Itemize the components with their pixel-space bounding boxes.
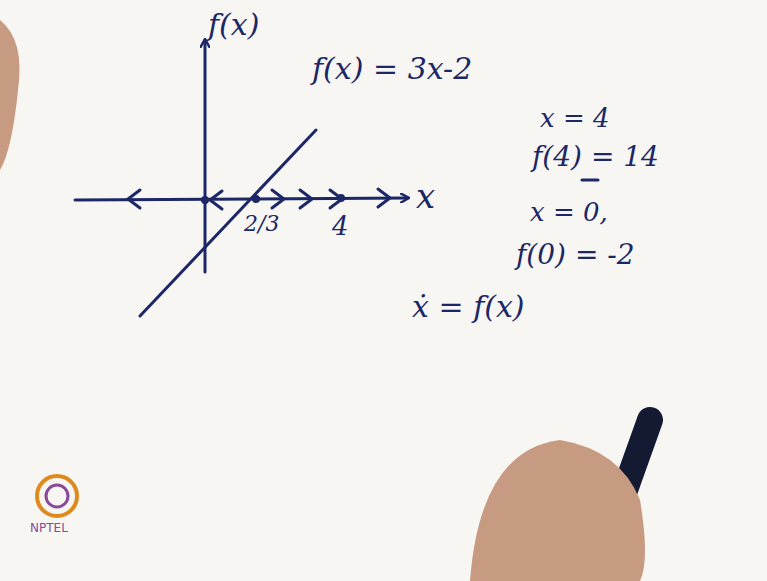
function-line: [140, 130, 316, 316]
flow-arrow: [272, 190, 284, 208]
function-formula: f(x) = 3x-2: [312, 52, 472, 85]
logo-mark: [37, 476, 77, 516]
note: x = 0,: [530, 198, 608, 227]
axis-label: x: [416, 178, 435, 215]
logo-text: NPTEL: [30, 522, 68, 535]
point: [201, 196, 209, 204]
underline: [582, 179, 598, 182]
flow-arrow: [128, 190, 140, 208]
note: x = 4: [540, 104, 610, 133]
flow-arrow: [210, 191, 222, 209]
hand-and-pen: [470, 420, 650, 581]
note: f(0) = -2: [516, 240, 635, 271]
y-axis: [204, 40, 207, 272]
note: f(4) = 14: [532, 142, 659, 173]
flow-arrow: [378, 189, 390, 207]
x-axis: [75, 198, 408, 200]
point: [252, 195, 260, 203]
tick-label: 2/3: [244, 212, 279, 236]
flow-arrow: [300, 190, 312, 208]
hand-fragment: [0, 20, 20, 170]
equation: ẋ = f(x): [412, 290, 525, 323]
point: [337, 194, 345, 202]
tick-label: 4: [332, 212, 349, 241]
axis-label: f(x): [208, 8, 259, 41]
